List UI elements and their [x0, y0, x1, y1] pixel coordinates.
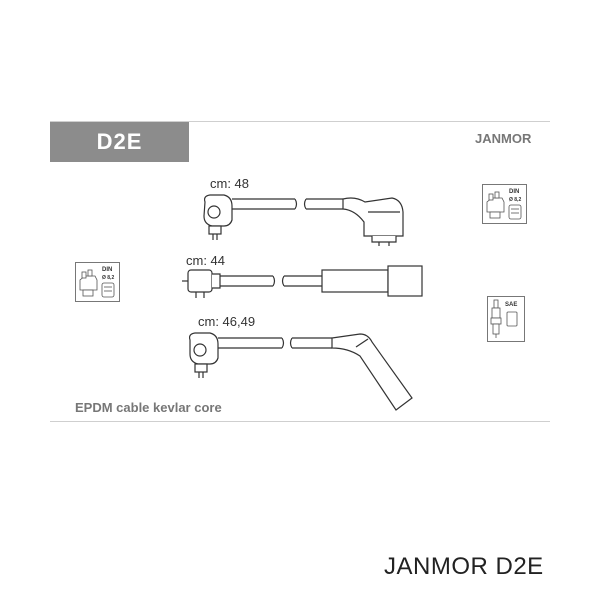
cable-1-plug-boot — [342, 197, 404, 237]
cable-2-plug-boot — [321, 269, 389, 293]
material-description: EPDM cable kevlar core — [75, 400, 222, 415]
product-code-box: D2E — [50, 122, 189, 162]
din-sub-left: Ø 8,2 — [102, 275, 114, 281]
cable-3-wire-b — [289, 337, 332, 349]
brand-name: JANMOR — [475, 131, 532, 146]
cable-2-wire-a — [220, 275, 276, 287]
sae-spark-plug-icon: SAE — [487, 296, 525, 342]
cable-1 — [203, 194, 404, 246]
din-sub-right: Ø 8,2 — [509, 197, 521, 203]
cable-3 — [188, 332, 413, 411]
product-code: D2E — [96, 129, 143, 154]
din-label-right: DIN — [509, 189, 519, 195]
cable-1-wire-a — [232, 198, 298, 210]
cable-2-length: cm: 44 — [186, 253, 226, 268]
product-caption: JANMOR D2E — [384, 553, 544, 580]
cable-3-length: cm: 46,49 — [198, 314, 256, 329]
cable-2-coil-boot — [187, 269, 213, 293]
cable-2 — [182, 265, 423, 298]
bottom-divider — [50, 421, 550, 422]
top-divider — [50, 121, 550, 122]
cable-3-wire-a — [218, 337, 285, 349]
cable-3-plug-boot — [331, 333, 413, 411]
din-label-left: DIN — [102, 267, 112, 273]
din-distributor-icon-left: DIN Ø 8,2 — [75, 262, 120, 302]
sae-label: SAE — [505, 302, 517, 308]
din-distributor-icon-right: DIN Ø 8,2 — [482, 184, 527, 224]
cable-1-length: cm: 48 — [210, 176, 250, 191]
cable-1-wire-b — [303, 198, 343, 210]
cable-2-wire-b — [281, 275, 322, 287]
